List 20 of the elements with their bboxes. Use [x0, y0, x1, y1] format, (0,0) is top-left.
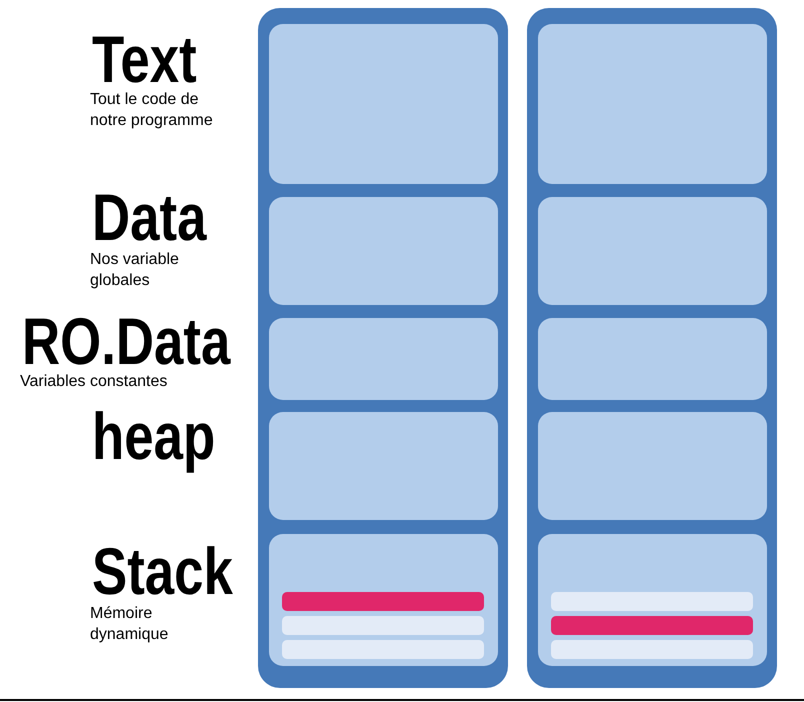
memory-segment [269, 318, 498, 400]
section-description: Tout le code de notre programme [90, 90, 214, 131]
section-title: Text [92, 26, 197, 92]
memory-segment [269, 24, 498, 184]
memory-segment [269, 534, 498, 666]
memory-column [527, 8, 777, 688]
section-description: Nos variable globales [90, 250, 180, 291]
section-description: Variables constantes [20, 372, 168, 392]
memory-column [258, 8, 508, 688]
memory-segment [538, 412, 767, 520]
section-description: Mémoire dynamique [90, 604, 170, 645]
section-title: Stack [92, 538, 233, 604]
memory-segment [538, 24, 767, 184]
memory-segment [269, 412, 498, 520]
memory-segment [538, 534, 767, 666]
section-title: Data [92, 184, 206, 250]
memory-segment [538, 318, 767, 400]
memory-segment [538, 197, 767, 305]
section-title: RO.Data [22, 308, 230, 374]
memory-segment [269, 197, 498, 305]
